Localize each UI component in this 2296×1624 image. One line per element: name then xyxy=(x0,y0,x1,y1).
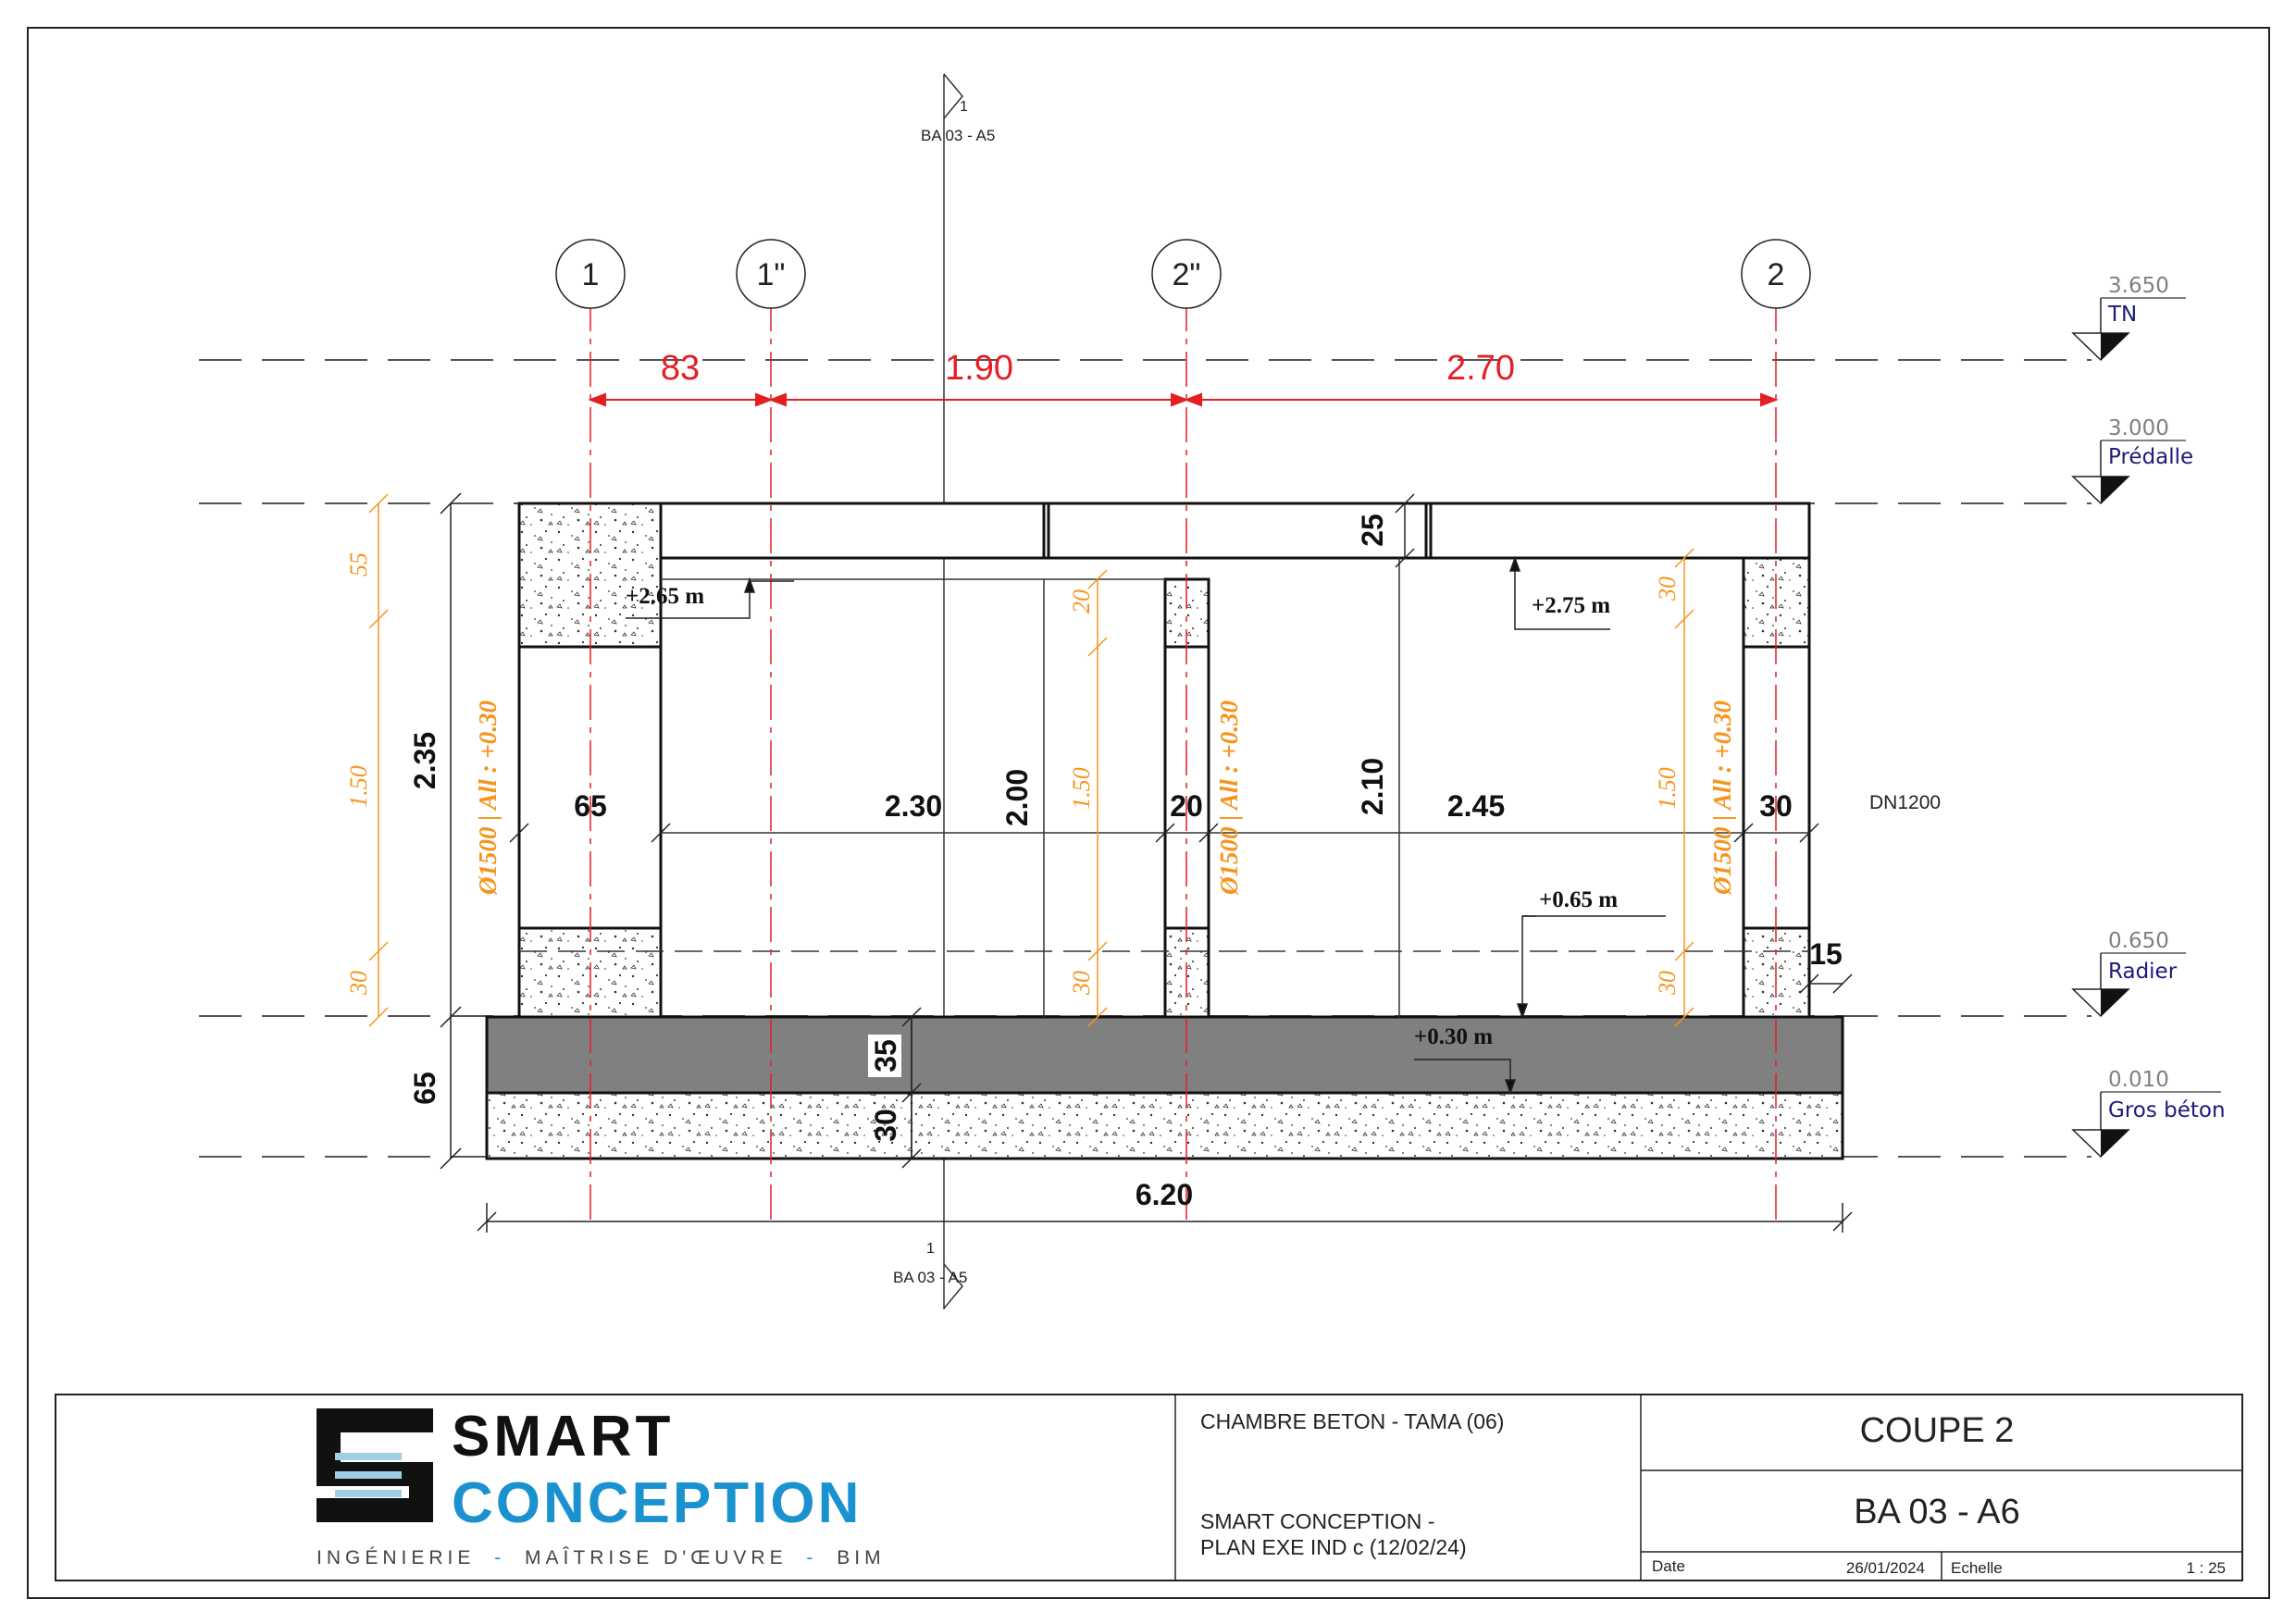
logo-mark-icon xyxy=(316,1408,433,1522)
interior-lines xyxy=(519,558,1809,1159)
dim-mid-150: 1.50 xyxy=(1068,767,1095,810)
elevation-callout-065 xyxy=(1516,915,1666,1020)
dim-left-150: 1.50 xyxy=(345,765,372,808)
svg-text:2: 2 xyxy=(1768,257,1785,292)
axis-dim-270: 2.70 xyxy=(1446,349,1515,388)
svg-text:2": 2" xyxy=(1173,257,1201,292)
brand-line2: CONCEPTION xyxy=(452,1471,862,1535)
svg-text:3.000: 3.000 xyxy=(2108,416,2169,440)
axis-dim-190: 1.90 xyxy=(945,349,1013,388)
svg-text:TN: TN xyxy=(2107,303,2137,327)
step-dim xyxy=(1799,973,1853,994)
section-bottom-number: 1 xyxy=(926,1241,935,1257)
axis-dimension-line xyxy=(588,392,1779,407)
dim-slab25: 25 xyxy=(1356,514,1389,547)
radier-slab xyxy=(485,1015,1844,1095)
dim-mid-30: 30 xyxy=(1068,971,1095,996)
slab-dim-line xyxy=(1395,493,1415,568)
section-bottom-ref: BA 03 - A5 xyxy=(893,1269,967,1286)
dn-label: DN1200 xyxy=(1869,792,1941,813)
axis-bubble-1-prime: 1" xyxy=(736,239,806,309)
dim-right-150: 1.50 xyxy=(1654,767,1681,810)
right-orange-dims xyxy=(1674,548,1694,1027)
section-top-ref: BA 03 - A5 xyxy=(921,127,995,144)
level-marker-tn: 3.650 TN xyxy=(2071,274,2186,362)
elev-275: +2.75 m xyxy=(1532,593,1610,618)
dim-span230: 2.30 xyxy=(885,789,942,823)
sheet-number: BA 03 - A6 xyxy=(1854,1493,2020,1531)
elevation-callout-030 xyxy=(1414,1059,1517,1096)
dim-right-30-bot: 30 xyxy=(1654,971,1681,996)
title-block-frame xyxy=(55,1394,2243,1581)
plan-line-2: PLAN EXE IND c (12/02/24) xyxy=(1200,1535,1467,1559)
sheet-title: COUPE 2 xyxy=(1860,1411,2015,1450)
slab-segment-1 xyxy=(659,502,1046,560)
dim-w20: 20 xyxy=(1170,789,1203,823)
dim-right-30-top: 30 xyxy=(1654,576,1681,601)
svg-text:Prédalle: Prédalle xyxy=(2108,445,2193,469)
svg-text:1": 1" xyxy=(757,257,786,292)
elevation-callout-275 xyxy=(1508,555,1610,630)
slab-segment-3 xyxy=(1424,502,1811,560)
sheet-border-outer xyxy=(27,27,2270,1599)
svg-text:3.650: 3.650 xyxy=(2108,274,2169,298)
svg-text:0.650: 0.650 xyxy=(2108,929,2169,953)
axis-bubble-2-prime: 2" xyxy=(1151,239,1222,309)
date-value: 26/01/2024 xyxy=(1846,1559,1925,1577)
dim-total-wall: 2.35 xyxy=(408,732,441,789)
dim-total620: 6.20 xyxy=(1136,1178,1193,1211)
svg-text:Gros béton: Gros béton xyxy=(2108,1098,2226,1122)
left-orange-dims xyxy=(368,493,389,1027)
level-marker-radier: 0.650 Radier xyxy=(2071,929,2186,1018)
scale-label: Echelle xyxy=(1951,1559,2003,1577)
scale-value: 1 : 25 xyxy=(2186,1559,2226,1577)
level-marker-gros-beton: 0.010 Gros béton xyxy=(2071,1068,2226,1159)
date-label: Date xyxy=(1652,1557,1685,1575)
elev-065: +0.65 m xyxy=(1539,887,1618,912)
dim-mid-20: 20 xyxy=(1068,589,1095,614)
middle-orange-dims xyxy=(1087,569,1108,1027)
axis-dim-83: 83 xyxy=(661,349,700,388)
gros-beton-layer xyxy=(485,1091,1844,1160)
left-vertical-dims xyxy=(440,492,462,1170)
radier35-label-bg xyxy=(868,1035,901,1077)
dim-w30: 30 xyxy=(1759,789,1793,823)
title-block xyxy=(1174,1395,2242,1581)
dim-total-base: 65 xyxy=(408,1072,441,1105)
dim-left-30: 30 xyxy=(345,971,372,996)
elevation-callout-265 xyxy=(626,576,794,619)
brand-logo: SMART CONCEPTION INGÉNIERIE - MAÎTRISE D… xyxy=(316,1405,886,1568)
pipe-label-right: Ø1500 | All : +0.30 xyxy=(1708,700,1736,896)
interior-dim-ticks xyxy=(509,823,1819,843)
section-top-number: 1 xyxy=(960,99,968,115)
section-cut-line: 1 BA 03 - A5 1 BA 03 - A5 xyxy=(893,73,995,1309)
brand-tagline: INGÉNIERIE - MAÎTRISE D'ŒUVRE - BIM xyxy=(316,1547,886,1568)
dim-h210: 2.10 xyxy=(1356,758,1389,815)
svg-text:0.010: 0.010 xyxy=(2108,1068,2169,1092)
dim-step15: 15 xyxy=(1809,937,1843,971)
level-marker-predalle: 3.000 Prédalle xyxy=(2071,416,2193,505)
axis-lines xyxy=(590,296,1777,1223)
svg-text:1: 1 xyxy=(582,257,600,292)
dim-h200: 2.00 xyxy=(1000,769,1034,826)
dim-radier35: 35 xyxy=(869,1039,902,1072)
elev-030: +0.30 m xyxy=(1414,1024,1493,1049)
base-dims xyxy=(901,1007,922,1169)
axis-bubble-2: 2 xyxy=(1741,239,1811,309)
pipe-label-left: Ø1500 | All : +0.30 xyxy=(474,700,502,896)
dim-gros30: 30 xyxy=(869,1109,902,1142)
total-width-dim xyxy=(477,1203,1853,1233)
axis-bubble-1: 1 xyxy=(555,239,626,309)
dim-left-55: 55 xyxy=(345,552,372,576)
dim-span245: 2.45 xyxy=(1447,789,1505,823)
svg-text:Radier: Radier xyxy=(2108,960,2178,984)
plan-line-1: SMART CONCEPTION - xyxy=(1200,1509,1434,1533)
dim-w65: 65 xyxy=(574,789,607,823)
brand-line1: SMART xyxy=(452,1405,674,1469)
pipe-label-mid: Ø1500 | All : +0.30 xyxy=(1215,700,1243,896)
project-name: CHAMBRE BETON - TAMA (06) xyxy=(1200,1409,1504,1433)
elev-265: +2.65 m xyxy=(626,584,704,609)
